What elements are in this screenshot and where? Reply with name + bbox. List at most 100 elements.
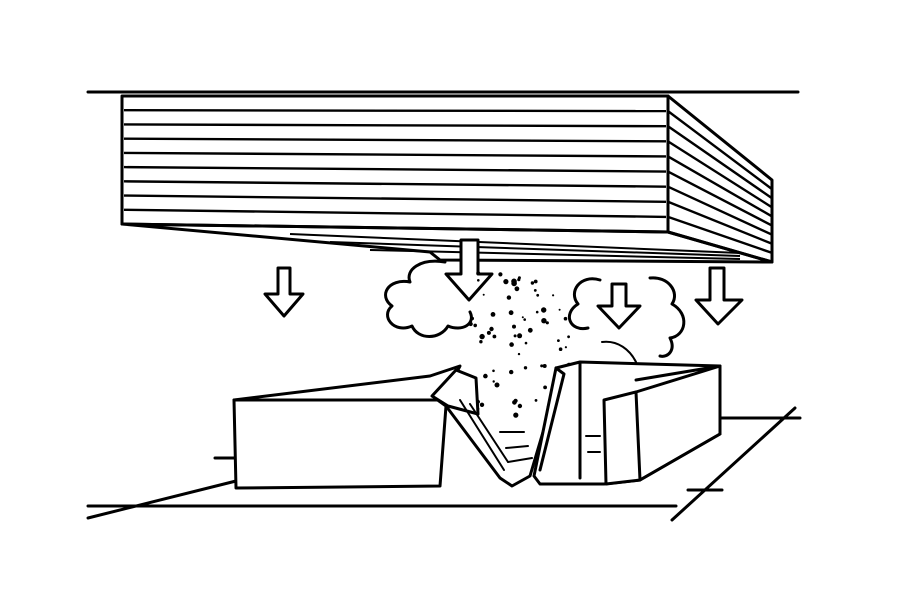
dust-puff-right	[567, 277, 602, 331]
dust-particle	[470, 316, 474, 321]
falling-slab	[120, 94, 774, 264]
crack-stair-2	[505, 445, 529, 449]
dust-particle	[514, 286, 520, 292]
dust-particle	[535, 310, 539, 314]
slab-underside-line	[289, 233, 741, 254]
dust-wisp	[601, 340, 637, 363]
down-arrow-icon	[444, 238, 494, 302]
dust-puff-left	[384, 259, 473, 338]
down-arrow-icon	[263, 266, 305, 318]
dust-particle	[513, 334, 517, 338]
dust-particle	[545, 321, 549, 325]
slab-layer-line	[123, 165, 667, 173]
dust-particle	[492, 334, 497, 339]
dust-particle	[540, 364, 544, 368]
dust-particle	[542, 364, 547, 368]
dust-particle	[541, 307, 547, 313]
slab-layer-line	[123, 109, 667, 113]
slab-layer-line	[123, 208, 667, 219]
dust-particle	[530, 281, 535, 285]
dust-particle	[473, 323, 478, 328]
dust-particle	[482, 293, 485, 296]
dust-particle	[479, 402, 485, 407]
slab-side-layer-line	[667, 185, 773, 236]
slab-layer-line	[123, 137, 667, 143]
dust-particle	[541, 318, 547, 324]
floor-lines	[86, 406, 802, 522]
dust-particle	[490, 312, 496, 317]
dust-particle	[533, 279, 538, 284]
dust-particle	[512, 400, 517, 405]
dust-particle	[552, 294, 555, 297]
dust-particle	[503, 279, 509, 285]
dust-particle	[558, 347, 563, 352]
dust-particle	[567, 335, 570, 339]
slab-layer-line	[123, 151, 667, 158]
dust-particle	[563, 316, 568, 321]
slab-layer-line	[123, 180, 667, 188]
base-right-top-edges	[634, 364, 722, 482]
dust-particle	[513, 412, 519, 418]
dust-particle	[477, 279, 480, 282]
dust-particle	[557, 339, 560, 342]
slab-underside	[120, 222, 774, 264]
dust-particle	[534, 399, 538, 402]
slab-side-layer-line	[667, 215, 773, 255]
slab-underside-line	[369, 249, 741, 260]
dust-particle	[511, 278, 517, 285]
dust-particle	[523, 366, 528, 370]
dust-particle	[512, 324, 516, 329]
down-arrow-icon	[694, 266, 744, 326]
slab-side-layer-line	[667, 110, 773, 191]
dust-particle	[527, 327, 533, 333]
dust-particle	[517, 333, 523, 339]
dust-particle	[517, 352, 521, 356]
dust-particle	[489, 326, 494, 332]
dust-particle	[492, 369, 495, 373]
slab-side-layer-line	[667, 155, 773, 218]
dust-particle	[483, 373, 488, 379]
down-arrow-icon	[596, 282, 642, 330]
dust-cloud	[384, 259, 686, 363]
base-right-post	[602, 390, 642, 486]
dust-particle	[521, 316, 524, 319]
dust-particle	[524, 341, 528, 345]
slab-layer-line	[123, 194, 667, 203]
dust-particle	[543, 385, 547, 390]
dust-particle	[476, 271, 481, 276]
dust-particle	[509, 369, 514, 375]
crack-line-2	[469, 403, 509, 463]
dust-particle	[564, 346, 568, 349]
dust-particle	[494, 382, 500, 388]
slab-layer-lines	[123, 109, 773, 260]
dust-particle	[468, 321, 473, 327]
slab-side-layer-line	[667, 200, 773, 245]
dust-particle	[517, 278, 521, 282]
dust-particle	[509, 342, 514, 347]
broken-base	[232, 360, 722, 490]
slab-layer-line	[123, 123, 667, 128]
dust-particle	[479, 333, 485, 340]
slab-side-layer-line	[667, 170, 773, 227]
dust-particle	[498, 272, 503, 277]
base-left-front	[232, 394, 448, 490]
crack-stair-3	[507, 457, 533, 463]
slab-underside-line	[329, 241, 741, 257]
slab-side-layer-line	[667, 140, 773, 209]
slab-side-layer-line	[667, 125, 773, 200]
down-arrows	[263, 238, 744, 330]
dust-particle	[536, 293, 540, 297]
base-left-break	[430, 368, 480, 416]
dust-particle	[533, 289, 537, 292]
dust-particle	[479, 340, 483, 344]
dust-particle	[486, 330, 491, 335]
dust-particle	[523, 318, 526, 321]
base-right-break-edge	[538, 366, 566, 472]
crack-line-1	[459, 399, 505, 471]
dust-particle	[558, 308, 561, 311]
dust-particle	[517, 403, 523, 409]
dust-particle	[508, 310, 514, 316]
base-left-top	[232, 364, 462, 402]
